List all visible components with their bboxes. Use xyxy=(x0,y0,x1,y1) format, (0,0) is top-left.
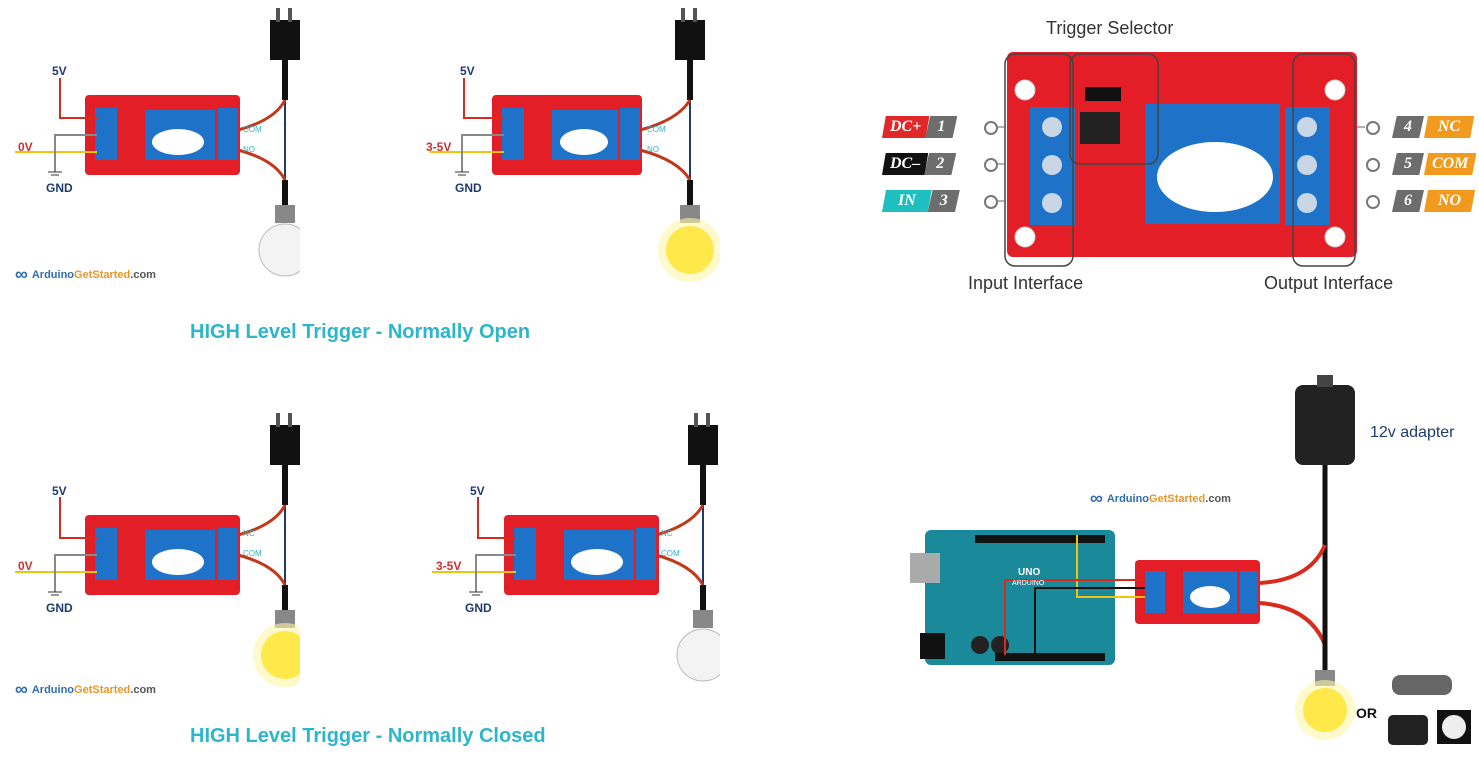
label-nc: NC xyxy=(661,529,673,538)
brand-part1: Arduino xyxy=(1106,492,1150,505)
label-input-voltage: 3-5V xyxy=(436,559,462,573)
label-gnd: GND xyxy=(46,181,73,195)
diagram-nc-off: 5V 3-5V GND NC COM xyxy=(420,405,720,705)
pin-number: 4 xyxy=(1392,116,1424,138)
label-com: COM xyxy=(647,125,666,134)
brand-part3: .com xyxy=(1205,492,1231,505)
diagram-no-on: 5V 3-5V GND COM NO xyxy=(420,0,720,300)
diagram-nc-on: 5V 0V GND NC COM xyxy=(0,405,300,705)
diagram-nc-on-drawing xyxy=(15,413,300,687)
pin-nc: 4 NC xyxy=(1392,116,1475,138)
pin-6-connector-icon xyxy=(1366,195,1380,209)
brand-part1: Arduino xyxy=(31,268,75,281)
label-input-voltage: 3-5V xyxy=(426,140,452,154)
label-no: NO xyxy=(243,145,255,154)
label-5v: 5V xyxy=(52,484,67,498)
relay-module-drawing xyxy=(995,52,1365,267)
infinity-logo-icon: ∞ xyxy=(1090,488,1103,508)
label-input-voltage: 0V xyxy=(18,559,33,573)
pin-number: 2 xyxy=(924,153,957,175)
pin-com: 5 COM xyxy=(1392,153,1477,175)
label-arduino-uno: UNO xyxy=(1018,567,1041,578)
pin-no: 6 NO xyxy=(1392,190,1476,212)
label-5v: 5V xyxy=(52,64,67,78)
label-trigger-selector: Trigger Selector xyxy=(1046,18,1174,38)
arduino-wiring-drawing xyxy=(910,375,1471,745)
brand-part2: GetStarted xyxy=(74,268,131,281)
brand-part1: Arduino xyxy=(31,683,75,696)
pin-name: COM xyxy=(1424,153,1477,175)
brand-part3: .com xyxy=(130,683,156,696)
diagram-no-on-drawing xyxy=(430,8,720,282)
infinity-logo-icon: ∞ xyxy=(15,679,28,699)
infinity-logo-icon: ∞ xyxy=(15,264,28,284)
label-5v: 5V xyxy=(470,484,485,498)
label-gnd: GND xyxy=(455,181,482,195)
label-com: COM xyxy=(243,549,262,558)
label-5v: 5V xyxy=(460,64,475,78)
pin-name: NO xyxy=(1424,190,1476,212)
pin-2-connector-icon xyxy=(984,158,998,172)
label-output-interface: Output Interface xyxy=(1264,273,1394,293)
label-input-voltage: 0V xyxy=(18,140,33,154)
pin-5-connector-icon xyxy=(1366,158,1380,172)
brand-part3: .com xyxy=(130,268,156,281)
diagram-nc-off-drawing xyxy=(432,413,720,682)
pin-name: IN xyxy=(882,190,932,212)
pin-in: IN 3 xyxy=(882,190,960,212)
diagram-no-off: 5V 0V GND COM NO xyxy=(0,0,300,300)
pin-number: 6 xyxy=(1392,190,1424,212)
pin-4-connector-icon xyxy=(1366,121,1380,135)
label-no: NO xyxy=(647,145,659,154)
label-arduino-name: ARDUINO xyxy=(1012,580,1045,587)
label-or: OR xyxy=(1356,705,1377,721)
pin-dc-plus: DC+ 1 xyxy=(882,116,958,138)
label-com: COM xyxy=(243,125,262,134)
pin-name: DC+ xyxy=(882,116,930,138)
brand-part2: GetStarted xyxy=(74,683,131,696)
diagram-no-off-drawing xyxy=(15,8,300,277)
pin-number: 5 xyxy=(1392,153,1424,175)
label-nc: NC xyxy=(243,529,255,538)
label-gnd: GND xyxy=(465,601,492,615)
pin-1-connector-icon xyxy=(984,121,998,135)
label-12v-adapter: 12v adapter xyxy=(1370,424,1455,441)
brand-part2: GetStarted xyxy=(1149,492,1206,505)
caption-normally-closed: HIGH Level Trigger - Normally Closed xyxy=(190,725,546,747)
pin-name: NC xyxy=(1424,116,1475,138)
label-input-interface: Input Interface xyxy=(968,273,1084,293)
pin-number: 1 xyxy=(925,116,958,138)
label-com: COM xyxy=(661,549,680,558)
pin-number: 3 xyxy=(927,190,960,212)
pin-3-connector-icon xyxy=(984,195,998,209)
caption-normally-open: HIGH Level Trigger - Normally Open xyxy=(190,321,531,343)
pin-dc-minus: DC– 2 xyxy=(882,153,957,175)
pin-name: DC– xyxy=(882,153,929,175)
label-gnd: GND xyxy=(46,601,73,615)
